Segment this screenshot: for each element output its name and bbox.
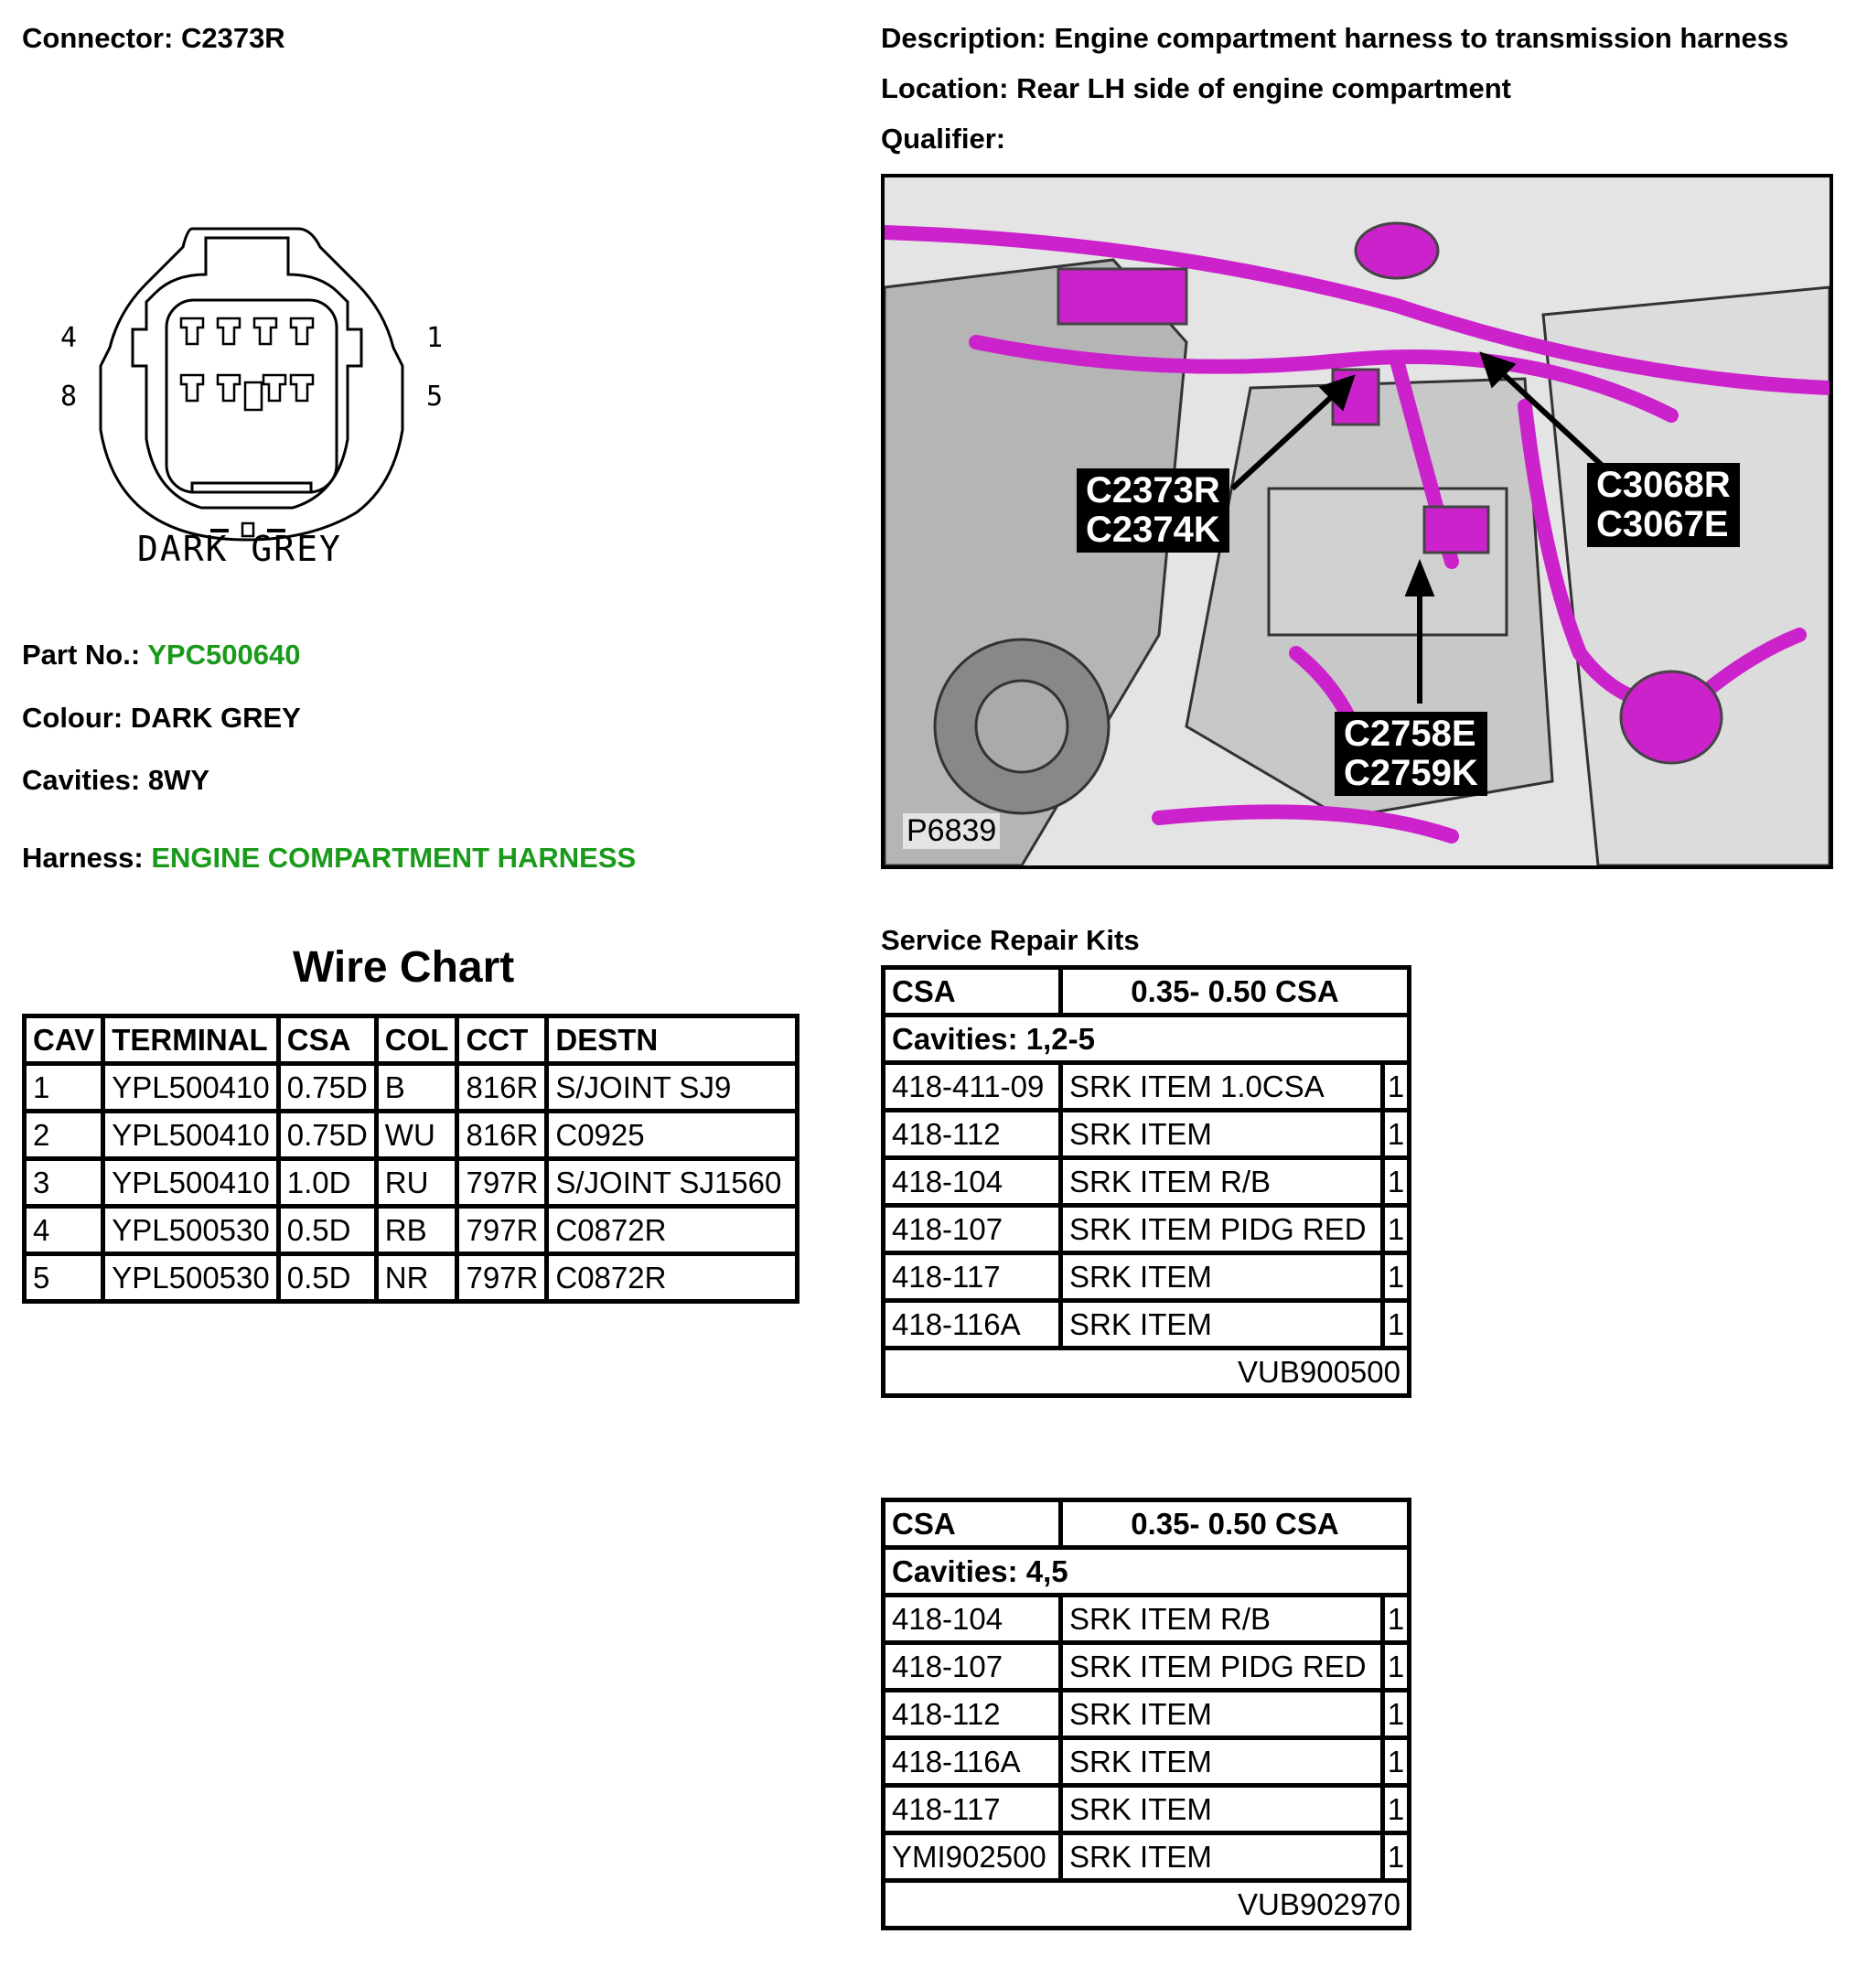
col-header-col: COL <box>378 1018 460 1066</box>
cavities-line: Cavities: 8WY <box>22 764 210 796</box>
table-row: 2 YPL500410 0.75D WU 816R C0925 <box>27 1113 800 1161</box>
callout-c2373r: C2373R C2374K <box>1077 468 1229 553</box>
harness-line: Harness: ENGINE COMPARTMENT HARNESS <box>22 842 637 874</box>
col-header-destn: DESTN <box>549 1018 800 1066</box>
connector-outline-icon <box>99 227 404 542</box>
connector-color-label: DARK GREY <box>137 529 342 569</box>
kit-csa-row: CSA 0.35- 0.50 CSA <box>885 1502 1411 1550</box>
description-heading: Description: Engine compartment harness … <box>881 22 1789 54</box>
service-kit-table-1: CSA 0.35- 0.50 CSA Cavities: 1,2-5 418-4… <box>881 965 1411 1398</box>
qualifier-heading: Qualifier: <box>881 123 1006 155</box>
table-row: 418-116A SRK ITEM 1 <box>885 1740 1411 1788</box>
kit-number-row: VUB900500 <box>885 1350 1411 1398</box>
col-header-cct: CCT <box>459 1018 550 1066</box>
kit-number-row: VUB902970 <box>885 1883 1411 1930</box>
kit-csa-row: CSA 0.35- 0.50 CSA <box>885 970 1411 1017</box>
table-row: YMI902500 SRK ITEM 1 <box>885 1835 1411 1883</box>
col-header-csa: CSA <box>280 1018 379 1066</box>
kit-cavities-row: Cavities: 1,2-5 <box>885 1017 1411 1065</box>
pin-label-5: 5 <box>426 381 444 413</box>
table-row: 418-117 SRK ITEM 1 <box>885 1255 1411 1303</box>
pin-label-8: 8 <box>60 381 78 413</box>
location-photo: C2373R C2374K C3068R C3067E C2758E C2759… <box>881 174 1833 869</box>
table-row: 418-117 SRK ITEM 1 <box>885 1788 1411 1835</box>
wire-chart-table: CAV TERMINAL CSA COL CCT DESTN 1 YPL5004… <box>22 1014 800 1304</box>
table-row: 418-107 SRK ITEM PIDG RED 1 <box>885 1645 1411 1692</box>
table-row: 418-112 SRK ITEM 1 <box>885 1112 1411 1160</box>
connector-face-diagram: 4 8 1 5 DARK GREY <box>55 220 476 586</box>
table-row: 418-411-09 SRK ITEM 1.0CSA 1 <box>885 1065 1411 1112</box>
table-row: 418-104 SRK ITEM R/B 1 <box>885 1597 1411 1645</box>
table-row: 418-104 SRK ITEM R/B 1 <box>885 1160 1411 1208</box>
photo-reference: P6839 <box>903 813 1001 849</box>
callout-c3068r: C3068R C3067E <box>1587 463 1740 547</box>
part-number: Part No.: YPC500640 <box>22 639 301 671</box>
table-row: 1 YPL500410 0.75D B 816R S/JOINT SJ9 <box>27 1066 800 1113</box>
callout-c2758e: C2758E C2759K <box>1335 712 1487 796</box>
colour-line: Colour: DARK GREY <box>22 702 301 734</box>
table-row: 418-107 SRK ITEM PIDG RED 1 <box>885 1208 1411 1255</box>
col-header-terminal: TERMINAL <box>105 1018 281 1066</box>
table-row: 5 YPL500530 0.5D NR 797R C0872R <box>27 1256 800 1304</box>
wire-chart-title: Wire Chart <box>293 943 515 992</box>
pin-label-1: 1 <box>426 322 444 354</box>
table-row: 418-112 SRK ITEM 1 <box>885 1692 1411 1740</box>
wire-chart-header-row: CAV TERMINAL CSA COL CCT DESTN <box>27 1018 800 1066</box>
col-header-cav: CAV <box>27 1018 106 1066</box>
kit-cavities-row: Cavities: 4,5 <box>885 1550 1411 1597</box>
service-kit-table-2: CSA 0.35- 0.50 CSA Cavities: 4,5 418-104… <box>881 1498 1411 1930</box>
table-row: 3 YPL500410 1.0D RU 797R S/JOINT SJ1560 <box>27 1161 800 1209</box>
pin-label-4: 4 <box>60 322 78 354</box>
location-heading: Location: Rear LH side of engine compart… <box>881 72 1512 104</box>
service-kits-title: Service Repair Kits <box>881 924 1140 956</box>
table-row: 418-116A SRK ITEM 1 <box>885 1303 1411 1350</box>
table-row: 4 YPL500530 0.5D RB 797R C0872R <box>27 1209 800 1256</box>
connector-heading: Connector: C2373R <box>22 22 285 54</box>
